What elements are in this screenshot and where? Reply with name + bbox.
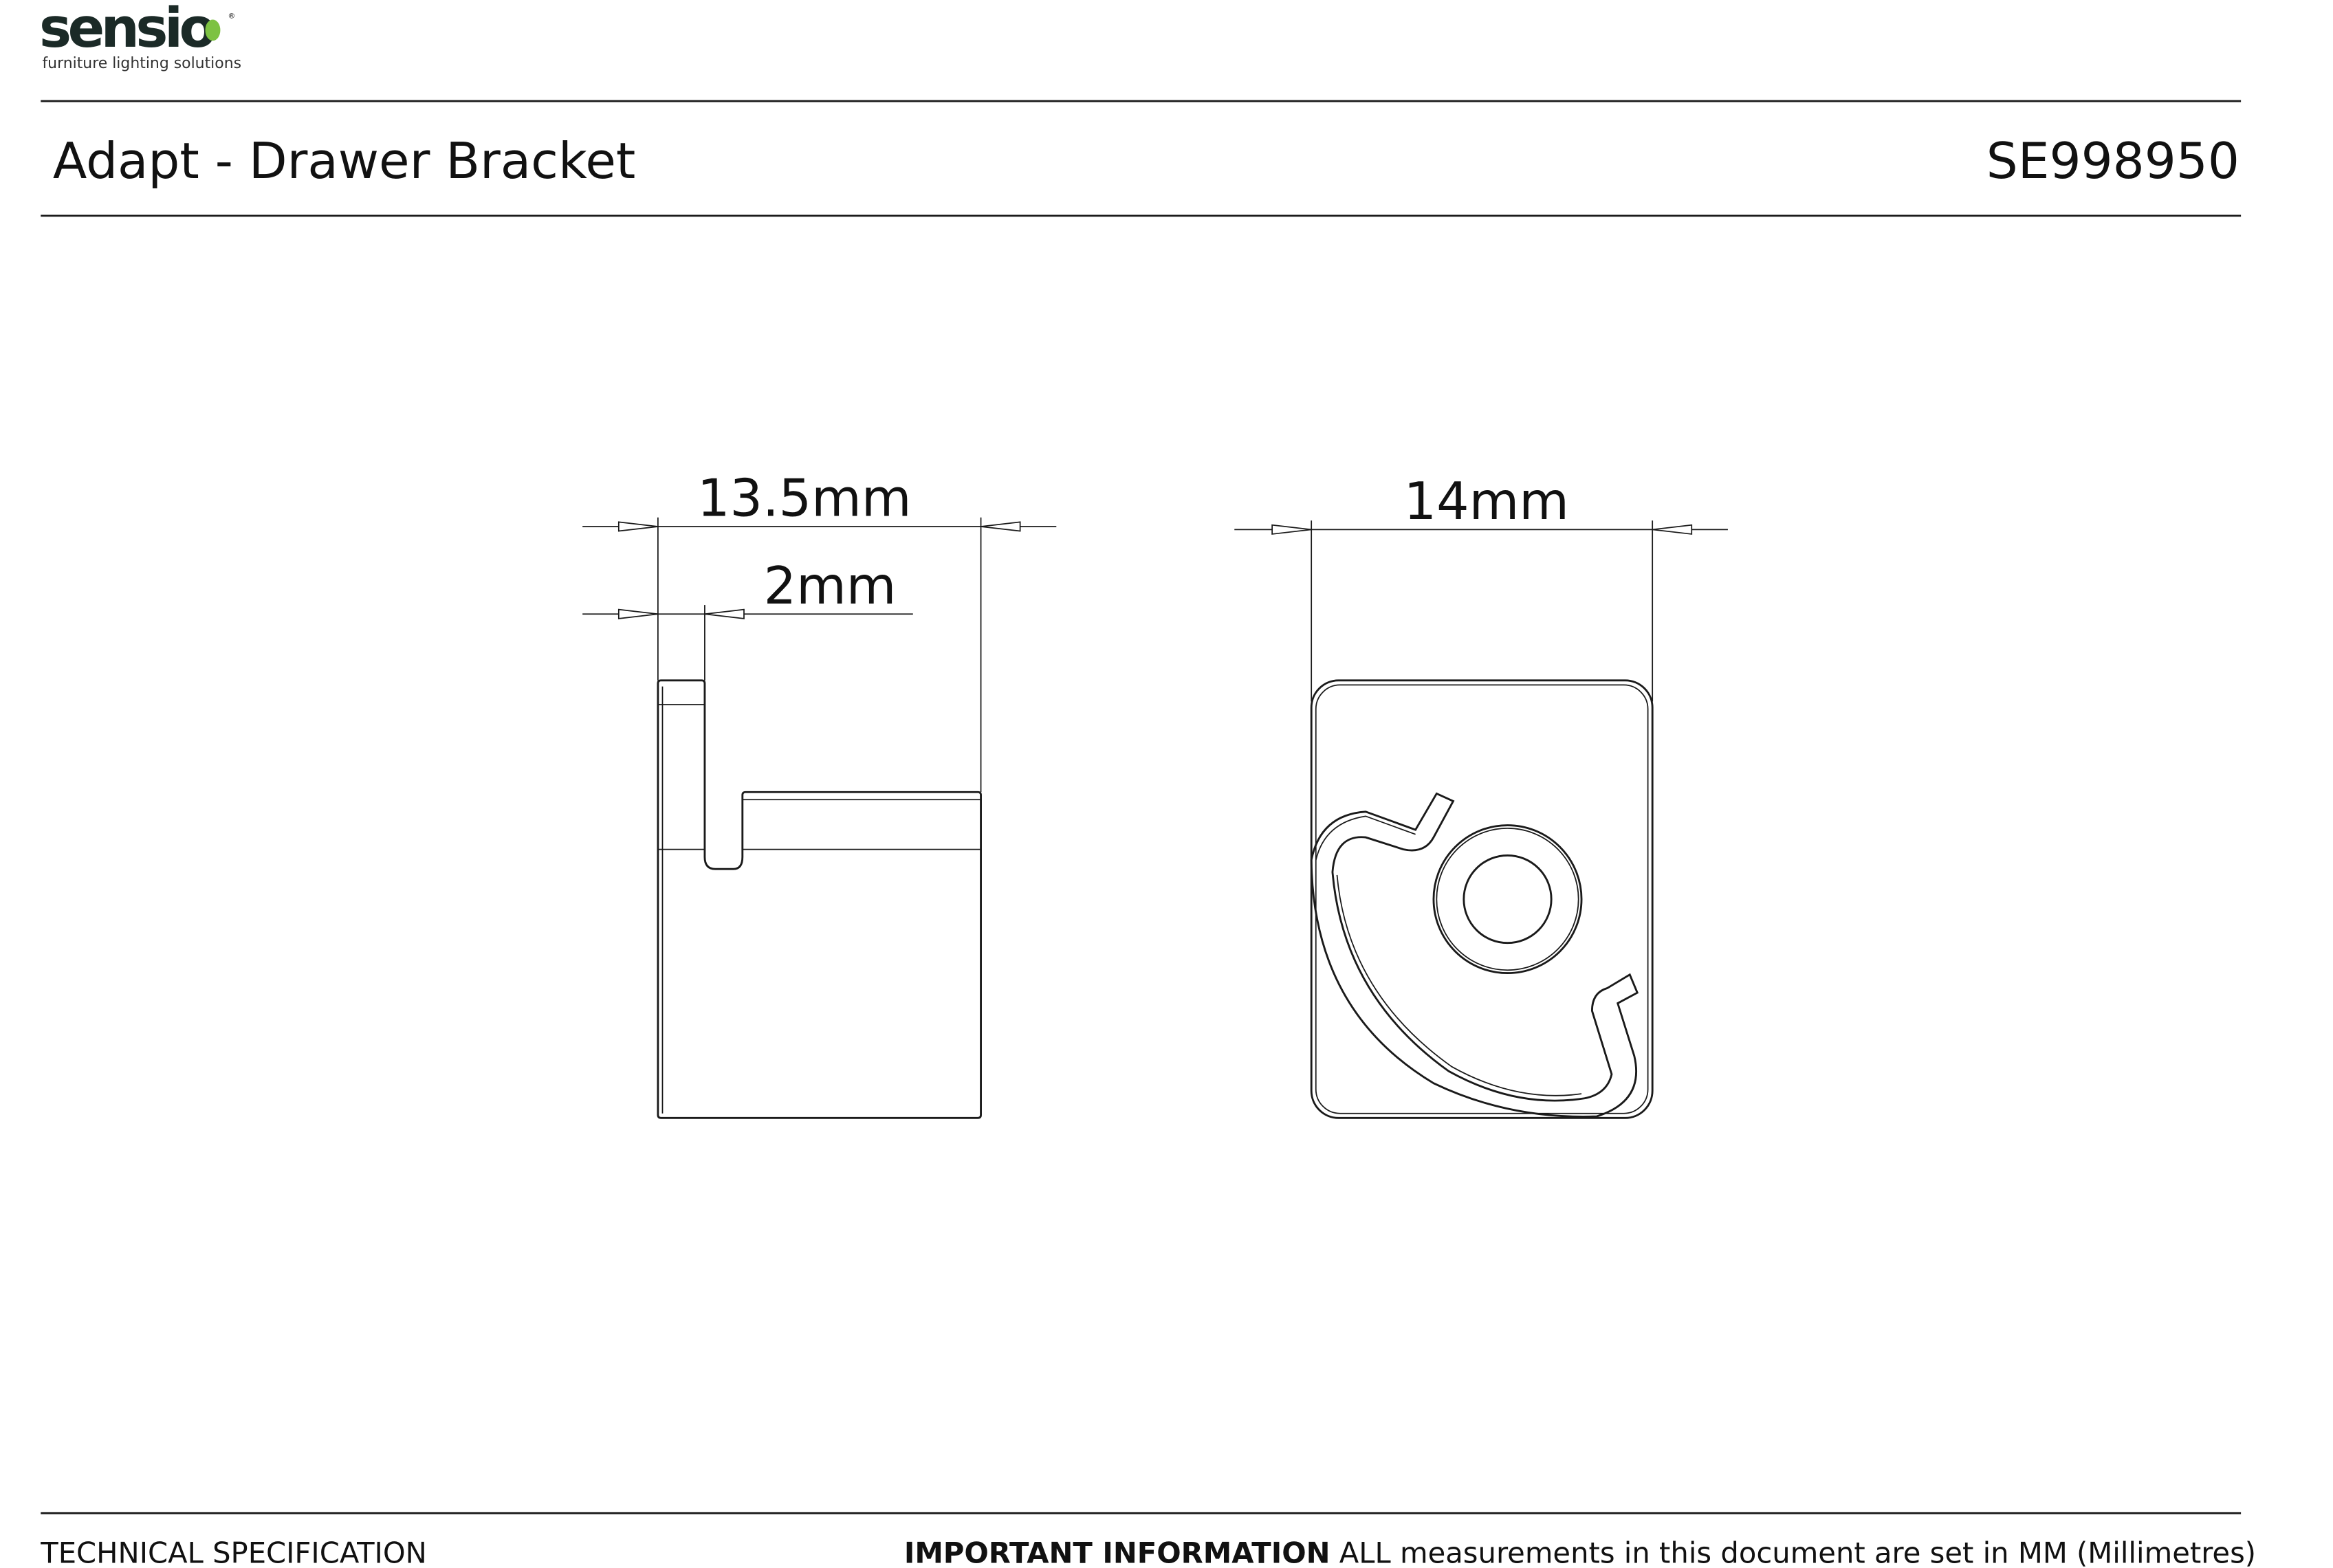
spring-clip <box>1310 792 1639 1118</box>
logo-tagline: furniture lighting solutions <box>42 55 241 72</box>
mounting-hole-outer <box>1432 824 1583 975</box>
side-view-drawing: 13.5mm 2mm <box>582 469 1057 1119</box>
registered-mark: ® <box>228 11 235 20</box>
important-information-label: IMPORTANT INFORMATION <box>904 1536 1330 1568</box>
dimension-arrow <box>981 521 1021 532</box>
dimension-arrow <box>704 608 745 619</box>
front-view-drawing: 14mm <box>1234 472 1728 1119</box>
dimension-13-5mm: 13.5mm <box>697 469 911 529</box>
dimension-arrow <box>617 521 658 532</box>
dimension-arrow <box>1652 524 1693 535</box>
dimension-arrow <box>617 608 658 619</box>
footer-important-information: IMPORTANT INFORMATION ALL measurements i… <box>904 1536 2256 1568</box>
page-title: Adapt - Drawer Bracket <box>53 133 635 190</box>
footer-technical-specification: TECHNICAL SPECIFICATION <box>40 1536 427 1568</box>
product-code: SE998950 <box>1986 133 2239 190</box>
sensio-logo: sensio ® furniture lighting solutions <box>39 0 241 72</box>
dimension-arrow <box>1271 524 1312 535</box>
logo-green-dot <box>205 19 221 41</box>
important-information-text: ALL measurements in this document are se… <box>1330 1536 2257 1568</box>
dimension-14mm: 14mm <box>1404 472 1569 531</box>
logo-wordmark: sensio <box>39 0 215 60</box>
dimension-2mm: 2mm <box>764 556 897 616</box>
mounting-hole <box>1463 854 1553 945</box>
